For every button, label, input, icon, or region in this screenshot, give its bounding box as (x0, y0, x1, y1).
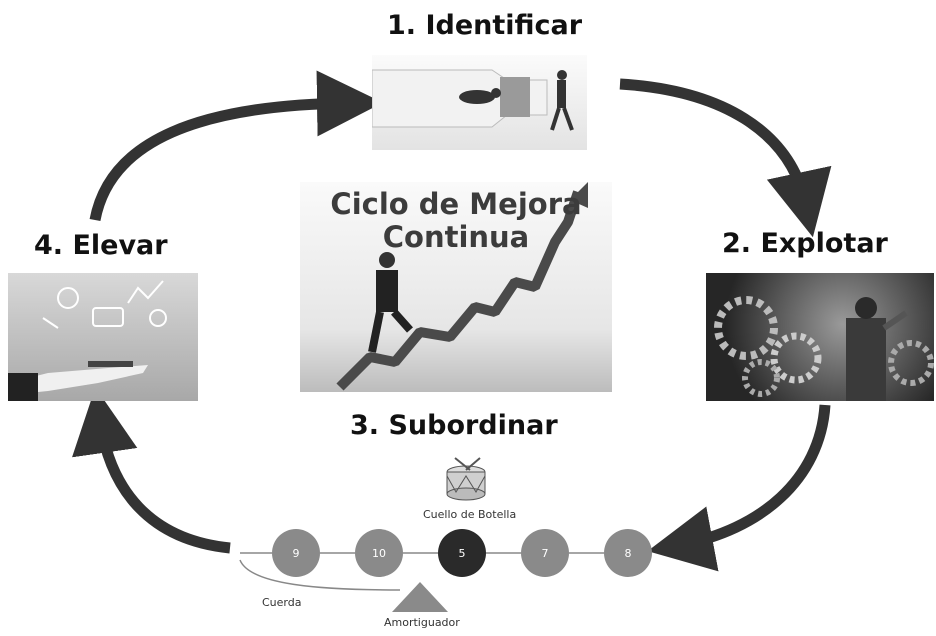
arrow-exploit-to-flow (647, 404, 831, 572)
flow-node: 9 (272, 529, 320, 577)
rope-label: Cuerda (262, 596, 302, 609)
gears-photo (706, 273, 934, 401)
flow-node: 7 (521, 529, 569, 577)
rope-line (239, 559, 401, 591)
arrow-elevate-to-identify (89, 70, 383, 222)
bottleneck-label: Cuello de Botella (423, 508, 517, 521)
buffer-triangle (392, 582, 448, 612)
bottle-photo (372, 55, 587, 150)
center-title-line2: Continua (382, 220, 530, 254)
step-exploit-title: 2. Explotar (722, 228, 888, 259)
drum-icon (446, 457, 486, 501)
flow-node: 10 (355, 529, 403, 577)
step-identify-title: 1. Identificar (387, 10, 583, 41)
arrow-identify-to-exploit (619, 78, 832, 238)
buffer-label: Amortiguador (384, 616, 460, 629)
step-elevate-title: 4. Elevar (34, 230, 168, 261)
hand-phone-photo (8, 273, 198, 401)
flow-node: 8 (604, 529, 652, 577)
growth-chart-photo (300, 182, 612, 392)
arrow-flow-to-elevate (72, 387, 231, 554)
step-subordinate-title: 3. Subordinar (350, 410, 558, 441)
flow-node-bottleneck: 5 (438, 529, 486, 577)
center-title-line1: Ciclo de Mejora (330, 187, 582, 221)
